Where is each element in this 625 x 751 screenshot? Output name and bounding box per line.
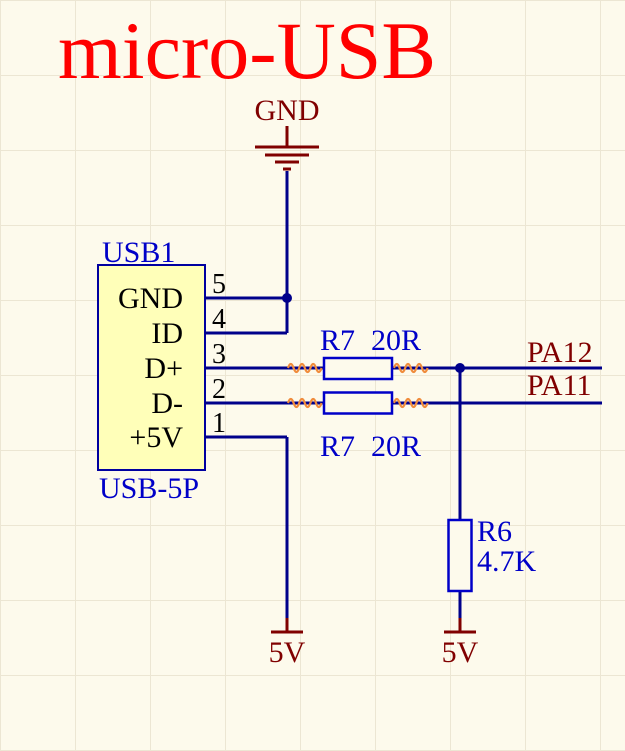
usb-connector-body[interactable] — [97, 264, 206, 471]
junction-dot-gnd[interactable] — [282, 293, 292, 303]
resistor-designator[interactable]: R7 — [320, 430, 356, 463]
pin-name-dplus[interactable]: D+ — [144, 352, 183, 385]
resistor-r7-bottom-body[interactable] — [322, 391, 394, 415]
pin-number-2[interactable]: 2 — [212, 374, 226, 405]
pin-name-gnd[interactable]: GND — [118, 282, 183, 315]
pin-number-5[interactable]: 5 — [212, 269, 226, 300]
net-label-pa12[interactable]: PA12 — [527, 336, 593, 369]
resistor-value[interactable]: 20R — [371, 430, 422, 463]
resistor-r7-bottom-label[interactable]: R7 20R — [320, 432, 421, 462]
resistor-value[interactable]: 20R — [371, 324, 422, 357]
usb-connector-designator[interactable]: USB1 — [102, 236, 176, 269]
pin-name-id[interactable]: ID — [151, 317, 183, 350]
diff-pair-squiggle — [286, 362, 323, 374]
diff-pair-squiggle — [392, 397, 429, 409]
pin-number-4[interactable]: 4 — [212, 304, 226, 335]
resistor-r7-top-label[interactable]: R7 20R — [320, 326, 421, 356]
resistor-designator[interactable]: R7 — [320, 324, 356, 357]
resistor-r7-top-body[interactable] — [322, 356, 394, 381]
gnd-power-port-label[interactable]: GND — [254, 94, 320, 127]
power-port-5v-right-label[interactable]: 5V — [441, 636, 479, 669]
usb-connector-type-label[interactable]: USB-5P — [99, 472, 200, 505]
pin-number-3[interactable]: 3 — [212, 339, 226, 370]
power-bar-5v-left[interactable] — [271, 618, 303, 634]
pin-name-dminus[interactable]: D- — [151, 387, 183, 420]
pin-name-5v[interactable]: +5V — [129, 421, 183, 454]
diff-pair-squiggle — [392, 362, 429, 374]
resistor-r6-designator[interactable]: R6 — [477, 515, 513, 548]
resistor-r6-value[interactable]: 4.7K — [477, 545, 537, 578]
power-port-5v-left-label[interactable]: 5V — [268, 636, 306, 669]
resistor-r6-body[interactable] — [447, 518, 473, 593]
gnd-symbol[interactable] — [255, 126, 319, 171]
junction-dot-dplus[interactable] — [455, 363, 465, 373]
power-bar-5v-right[interactable] — [444, 618, 476, 634]
sheet-title[interactable]: micro-USB — [58, 5, 437, 96]
diff-pair-squiggle — [286, 397, 323, 409]
pin-number-1[interactable]: 1 — [212, 408, 226, 439]
net-label-pa11[interactable]: PA11 — [527, 369, 592, 402]
